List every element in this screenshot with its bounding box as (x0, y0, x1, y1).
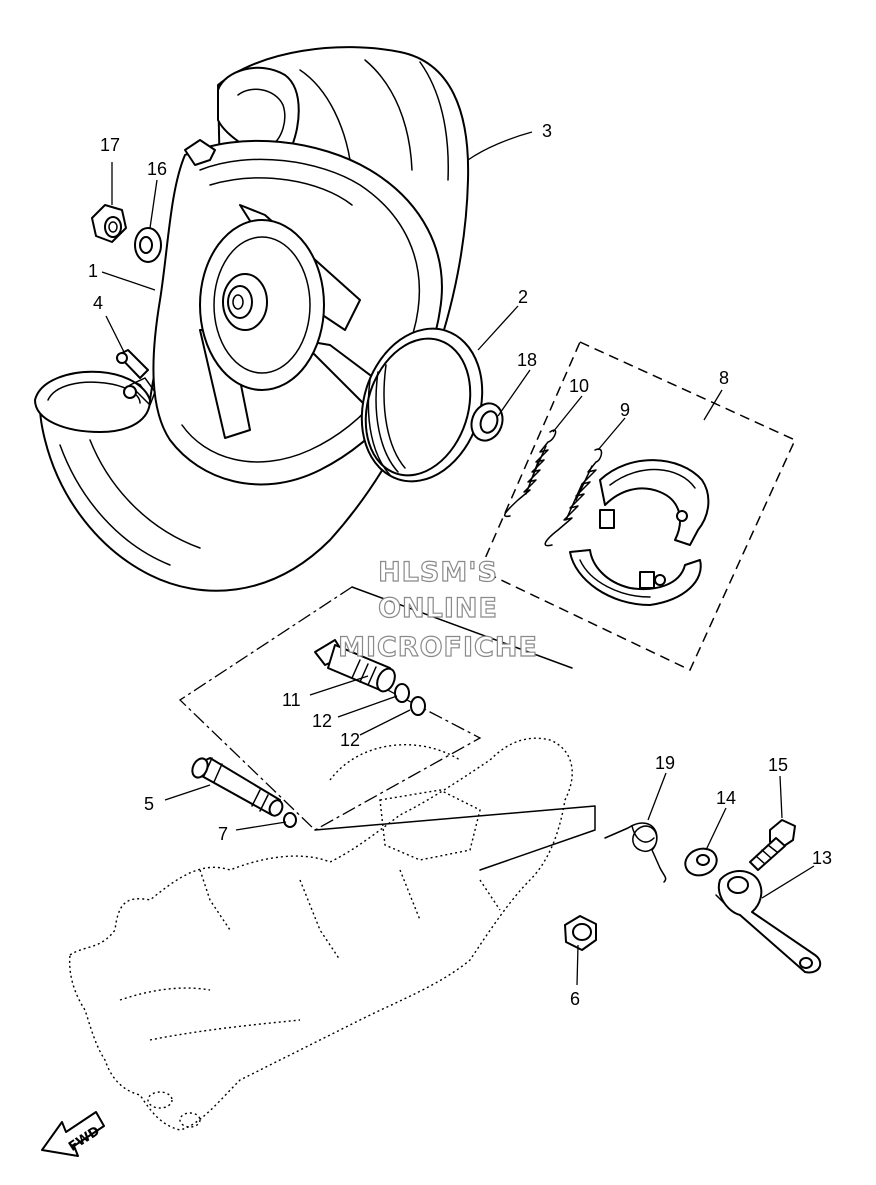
callout-3: 3 (542, 121, 552, 141)
callout-15: 15 (768, 755, 788, 775)
callout-12-a: 12 (312, 711, 332, 731)
o-ring-a[interactable] (394, 683, 410, 703)
rear-wheel-tire-assembly[interactable] (34, 46, 470, 592)
callout-labels: 17 16 1 4 3 2 18 10 9 8 11 12 12 5 7 6 1… (88, 121, 832, 1009)
hex-bolt[interactable] (749, 819, 796, 871)
callout-1: 1 (88, 261, 98, 281)
watermark-line-3: MICROFICHE (338, 632, 538, 663)
brake-shoe-kit-group (479, 341, 796, 672)
callout-17: 17 (100, 135, 120, 155)
tire-valve[interactable] (116, 349, 149, 399)
callout-9: 9 (620, 400, 630, 420)
flange-nut[interactable] (564, 915, 597, 951)
callout-13: 13 (812, 848, 832, 868)
callout-14: 14 (716, 788, 736, 808)
watermark-line-1: HLSM'S (378, 557, 498, 588)
callout-10: 10 (569, 376, 589, 396)
o-ring-7[interactable] (283, 812, 297, 828)
oil-seal[interactable] (466, 399, 507, 445)
brake-shoe-set[interactable] (569, 459, 710, 606)
callout-19: 19 (655, 753, 675, 773)
crankcase-outline (68, 737, 573, 1131)
callout-2: 2 (518, 287, 528, 307)
plain-washer[interactable] (682, 844, 721, 879)
callout-8: 8 (719, 368, 729, 388)
brake-drum-ring[interactable] (343, 313, 502, 497)
watermark-line-2: ONLINE (378, 593, 498, 624)
callout-11: 11 (282, 690, 301, 710)
callout-4: 4 (93, 293, 103, 313)
arrow-left-down-icon (41, 1111, 105, 1157)
callout-6: 6 (570, 989, 580, 1009)
reference-line-solid (314, 586, 596, 871)
watermark: HLSM'S ONLINE MICROFICHE (337, 556, 538, 663)
callout-18: 18 (517, 350, 537, 370)
brake-camshaft[interactable] (314, 639, 398, 694)
callout-12-b: 12 (340, 730, 360, 750)
axle-nut[interactable] (91, 204, 127, 243)
brake-arm[interactable] (715, 870, 822, 974)
o-ring-b[interactable] (410, 696, 426, 716)
washer[interactable] (134, 227, 162, 263)
callout-5: 5 (144, 794, 154, 814)
fwd-direction-marker: FWD (41, 1111, 105, 1157)
callout-16: 16 (147, 159, 167, 179)
axle-shaft[interactable] (189, 756, 284, 818)
callout-7: 7 (218, 824, 228, 844)
torsion-spring[interactable] (604, 822, 667, 883)
leader-lines (101, 131, 815, 986)
return-spring-9[interactable] (544, 448, 603, 547)
return-spring-10[interactable] (503, 429, 557, 518)
